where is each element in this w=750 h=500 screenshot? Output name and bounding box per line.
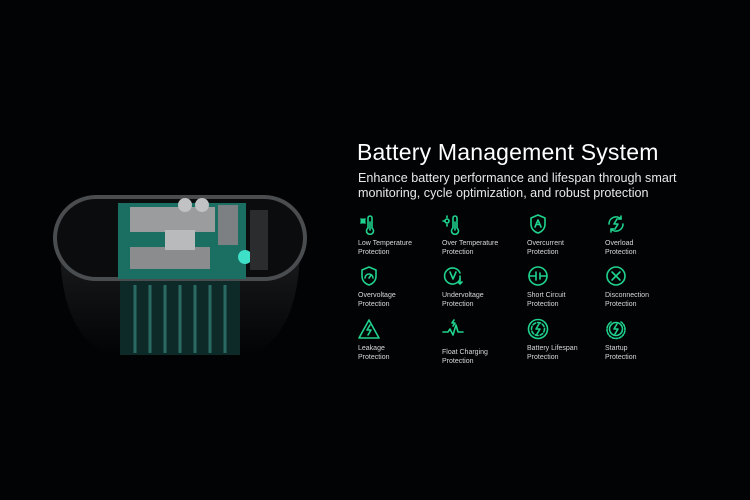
disconnect-x-icon — [605, 265, 690, 287]
thermometer-snow-icon — [358, 213, 443, 235]
feature-label-line1: Disconnection — [605, 292, 649, 299]
shield-a-icon — [527, 213, 612, 235]
feature-label-line1: Over Temperature — [442, 240, 499, 247]
feature-label-line2: Protection — [605, 249, 637, 256]
subtitle-line-1: Enhance battery performance and lifespan… — [358, 171, 677, 185]
feature-label-line1: Leakage — [358, 345, 385, 352]
short-circuit-icon — [527, 265, 612, 287]
feature-label-line1: Low Temperature — [358, 240, 412, 247]
feature-label-line2: Protection — [527, 249, 559, 256]
feature-label-line1: Float Charging — [442, 349, 488, 356]
battery-lifespan-icon — [527, 318, 612, 340]
pulse-wave-icon — [442, 318, 527, 340]
startup-bolt-icon — [605, 318, 690, 340]
feature-label-line2: Protection — [605, 354, 637, 361]
feature-label-line2: Protection — [358, 301, 390, 308]
feature-label-line2: Protection — [442, 301, 474, 308]
feature-label-line2: Protection — [442, 358, 474, 365]
page-title: Battery Management System — [357, 139, 659, 165]
feature-label-line1: Overcurrent — [527, 240, 564, 247]
feature-label-line1: Overload — [605, 240, 634, 247]
feature-label-line2: Protection — [358, 249, 390, 256]
feature-label-line1: Overvoltage — [358, 292, 396, 299]
battery-cutaway-image — [50, 185, 310, 355]
feature-label-line2: Protection — [605, 301, 637, 308]
feature-label-line2: Protection — [442, 249, 474, 256]
warning-bolt-icon — [358, 318, 443, 340]
feature-label-line1: Battery Lifespan — [527, 345, 578, 352]
bolt-cycle-icon — [605, 213, 690, 235]
feature-label-line1: Startup — [605, 345, 628, 352]
feature-label-line1: Undervoltage — [442, 292, 484, 299]
feature-label-line1: Short Circuit — [527, 292, 566, 299]
subtitle-line-2: monitoring, cycle optimization, and robu… — [358, 186, 649, 200]
thermometer-sun-icon — [442, 213, 527, 235]
feature-label-line2: Protection — [358, 354, 390, 361]
voltage-down-icon — [442, 265, 527, 287]
subtitle: Enhance battery performance and lifespan… — [358, 171, 698, 201]
feature-label-line2: Protection — [527, 354, 559, 361]
shield-gauge-icon — [358, 265, 443, 287]
feature-label-line2: Protection — [527, 301, 559, 308]
